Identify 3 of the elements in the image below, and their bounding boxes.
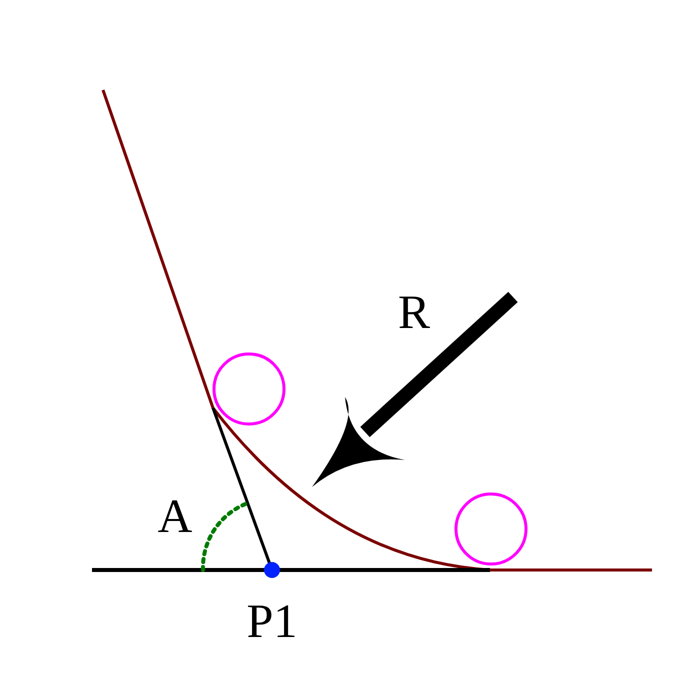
point-label: R bbox=[398, 289, 430, 337]
point-label: P1 bbox=[246, 598, 298, 646]
point-label: A bbox=[158, 493, 192, 541]
